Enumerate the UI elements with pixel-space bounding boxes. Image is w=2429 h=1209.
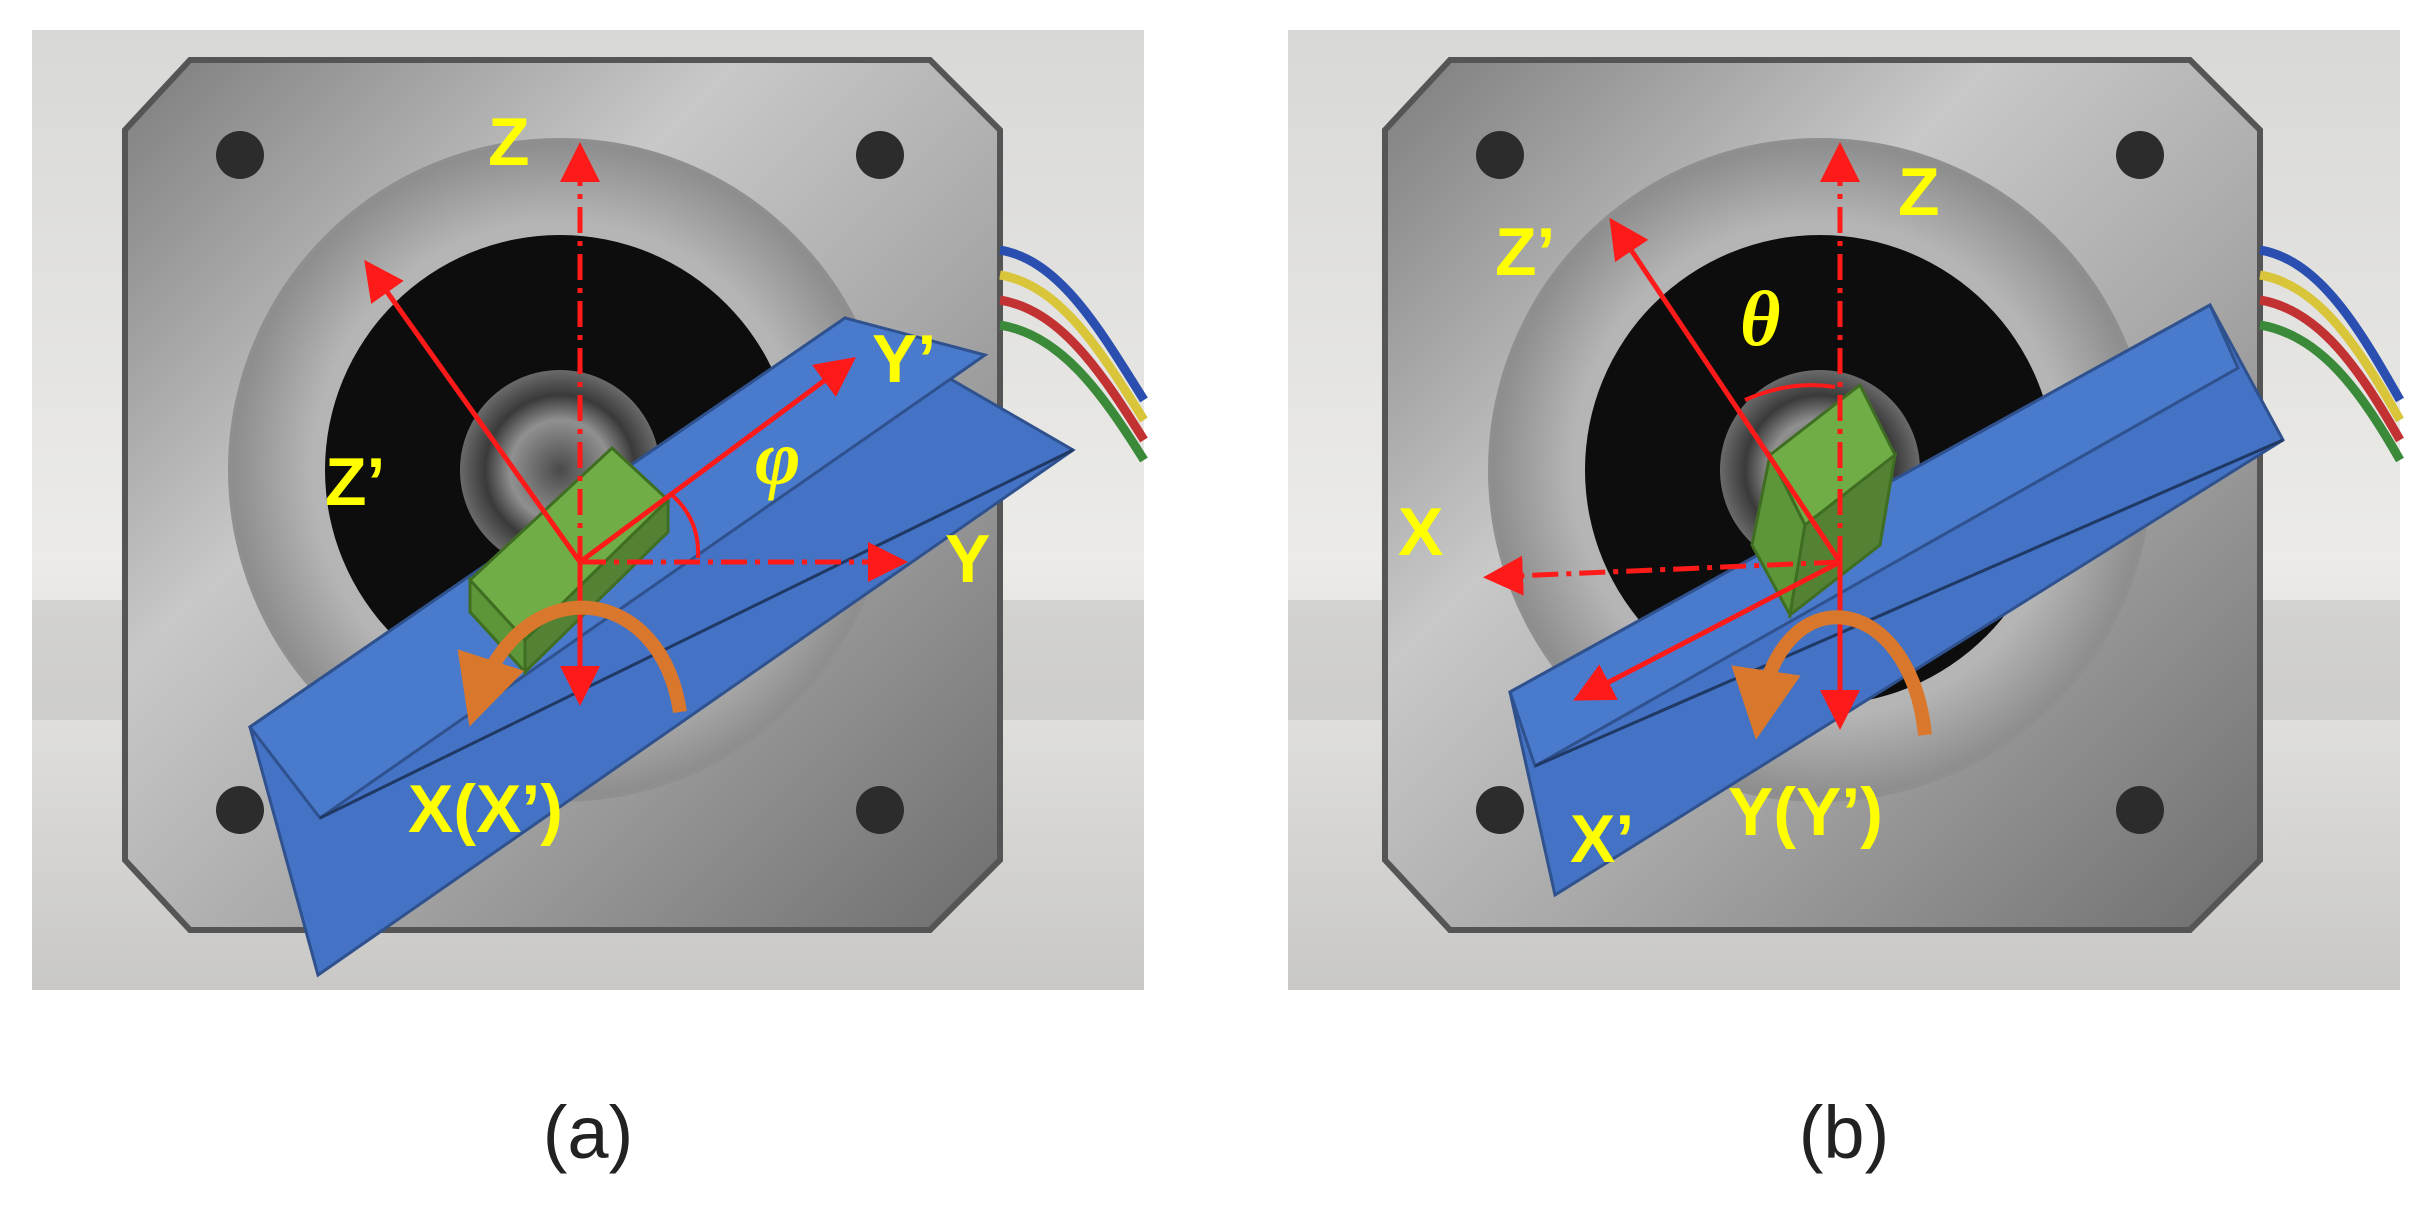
y-prime-axis-a bbox=[578, 357, 857, 565]
caption-a: (a) bbox=[543, 1091, 633, 1174]
label-x-a: X(X’) bbox=[408, 771, 563, 847]
mounting-hole-b2 bbox=[2116, 131, 2164, 179]
label-phi-a: φ bbox=[755, 414, 801, 501]
axes-b bbox=[1483, 142, 1860, 730]
label-z-b: Z bbox=[1898, 154, 1940, 230]
phi-arc-a bbox=[670, 493, 701, 559]
mounting-hole-b3 bbox=[1476, 786, 1524, 834]
z-prime-axis-b bbox=[1609, 217, 1843, 564]
mounting-hole-a1 bbox=[216, 131, 264, 179]
label-y-b: Y(Y’) bbox=[1728, 774, 1883, 850]
label-x-prime-b: X’ bbox=[1570, 801, 1634, 877]
rotation-arrow-a bbox=[457, 600, 687, 727]
mounting-hole-b1 bbox=[1476, 131, 1524, 179]
x-prime-axis-b bbox=[1573, 559, 1842, 701]
caption-b: (b) bbox=[1799, 1091, 1889, 1174]
x-axis-b bbox=[1483, 555, 1841, 596]
rotation-arrow-b bbox=[1731, 610, 1932, 740]
mounting-hole-b4 bbox=[2116, 786, 2164, 834]
panel-b: Z Z’ θ X X’ Y(Y’) bbox=[1288, 30, 2404, 990]
label-z-a: Z bbox=[488, 104, 530, 180]
mounting-hole-a4 bbox=[856, 786, 904, 834]
motor-wires-a bbox=[999, 245, 1148, 463]
axes-a bbox=[364, 142, 908, 706]
label-z-prime-a: Z’ bbox=[325, 444, 385, 520]
label-x-b: X bbox=[1398, 494, 1443, 570]
panel-a: Z Z’ Y’ Y φ X(X’) bbox=[32, 30, 1148, 990]
mounting-hole-a3 bbox=[216, 786, 264, 834]
label-theta-b: θ bbox=[1740, 275, 1781, 362]
label-y-a: Y bbox=[945, 521, 990, 597]
motor-wires-b bbox=[2259, 245, 2404, 463]
z-prime-axis-a bbox=[364, 259, 583, 564]
theta-arc-b bbox=[1744, 383, 1836, 402]
label-y-prime-a: Y’ bbox=[872, 321, 936, 397]
label-z-prime-b: Z’ bbox=[1495, 214, 1555, 290]
mounting-hole-a2 bbox=[856, 131, 904, 179]
